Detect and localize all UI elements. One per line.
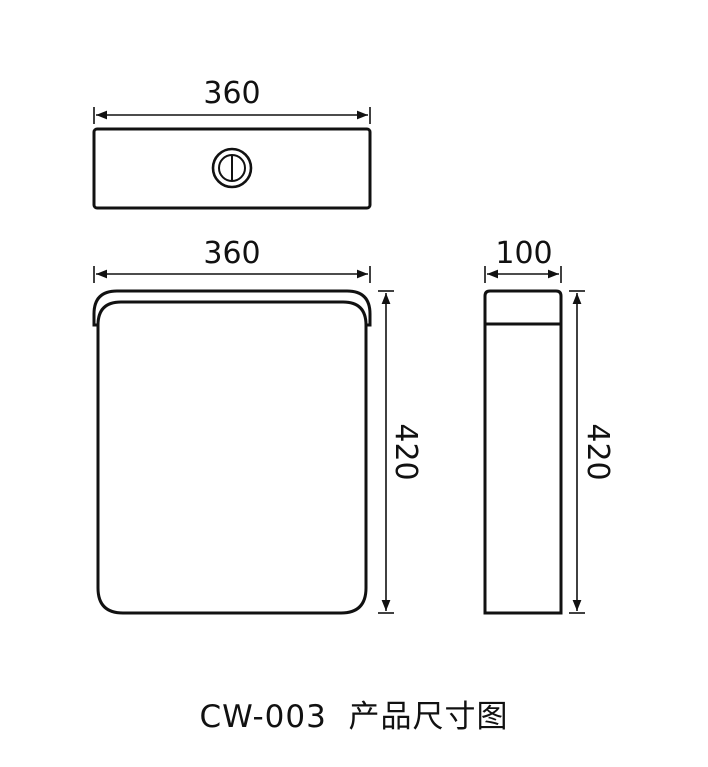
front-view-width-label: 360 (203, 236, 260, 271)
top-view-width-label: 360 (203, 76, 260, 111)
front-view-height-label: 420 (388, 423, 423, 480)
top-view-width-dimension: 360 (93, 76, 371, 124)
front-view-lid-line (96, 300, 368, 326)
front-view-outline (92, 289, 372, 615)
side-view-outline (483, 289, 563, 615)
side-view-depth-dimension: 100 (484, 236, 562, 283)
side-view-height-dimension: 420 (569, 290, 615, 614)
drawing-caption: CW-003 产品尺寸图 (199, 699, 508, 735)
front-view: 360 420 (92, 236, 423, 615)
dual-flush-button-icon (211, 147, 253, 189)
top-view: 360 (92, 76, 372, 210)
side-view: 100 420 (483, 236, 615, 615)
front-view-width-dimension: 360 (93, 236, 371, 283)
top-view-outline (92, 127, 372, 210)
side-view-depth-label: 100 (495, 236, 552, 271)
side-view-height-label: 420 (580, 423, 615, 480)
front-view-height-dimension: 420 (378, 290, 423, 614)
